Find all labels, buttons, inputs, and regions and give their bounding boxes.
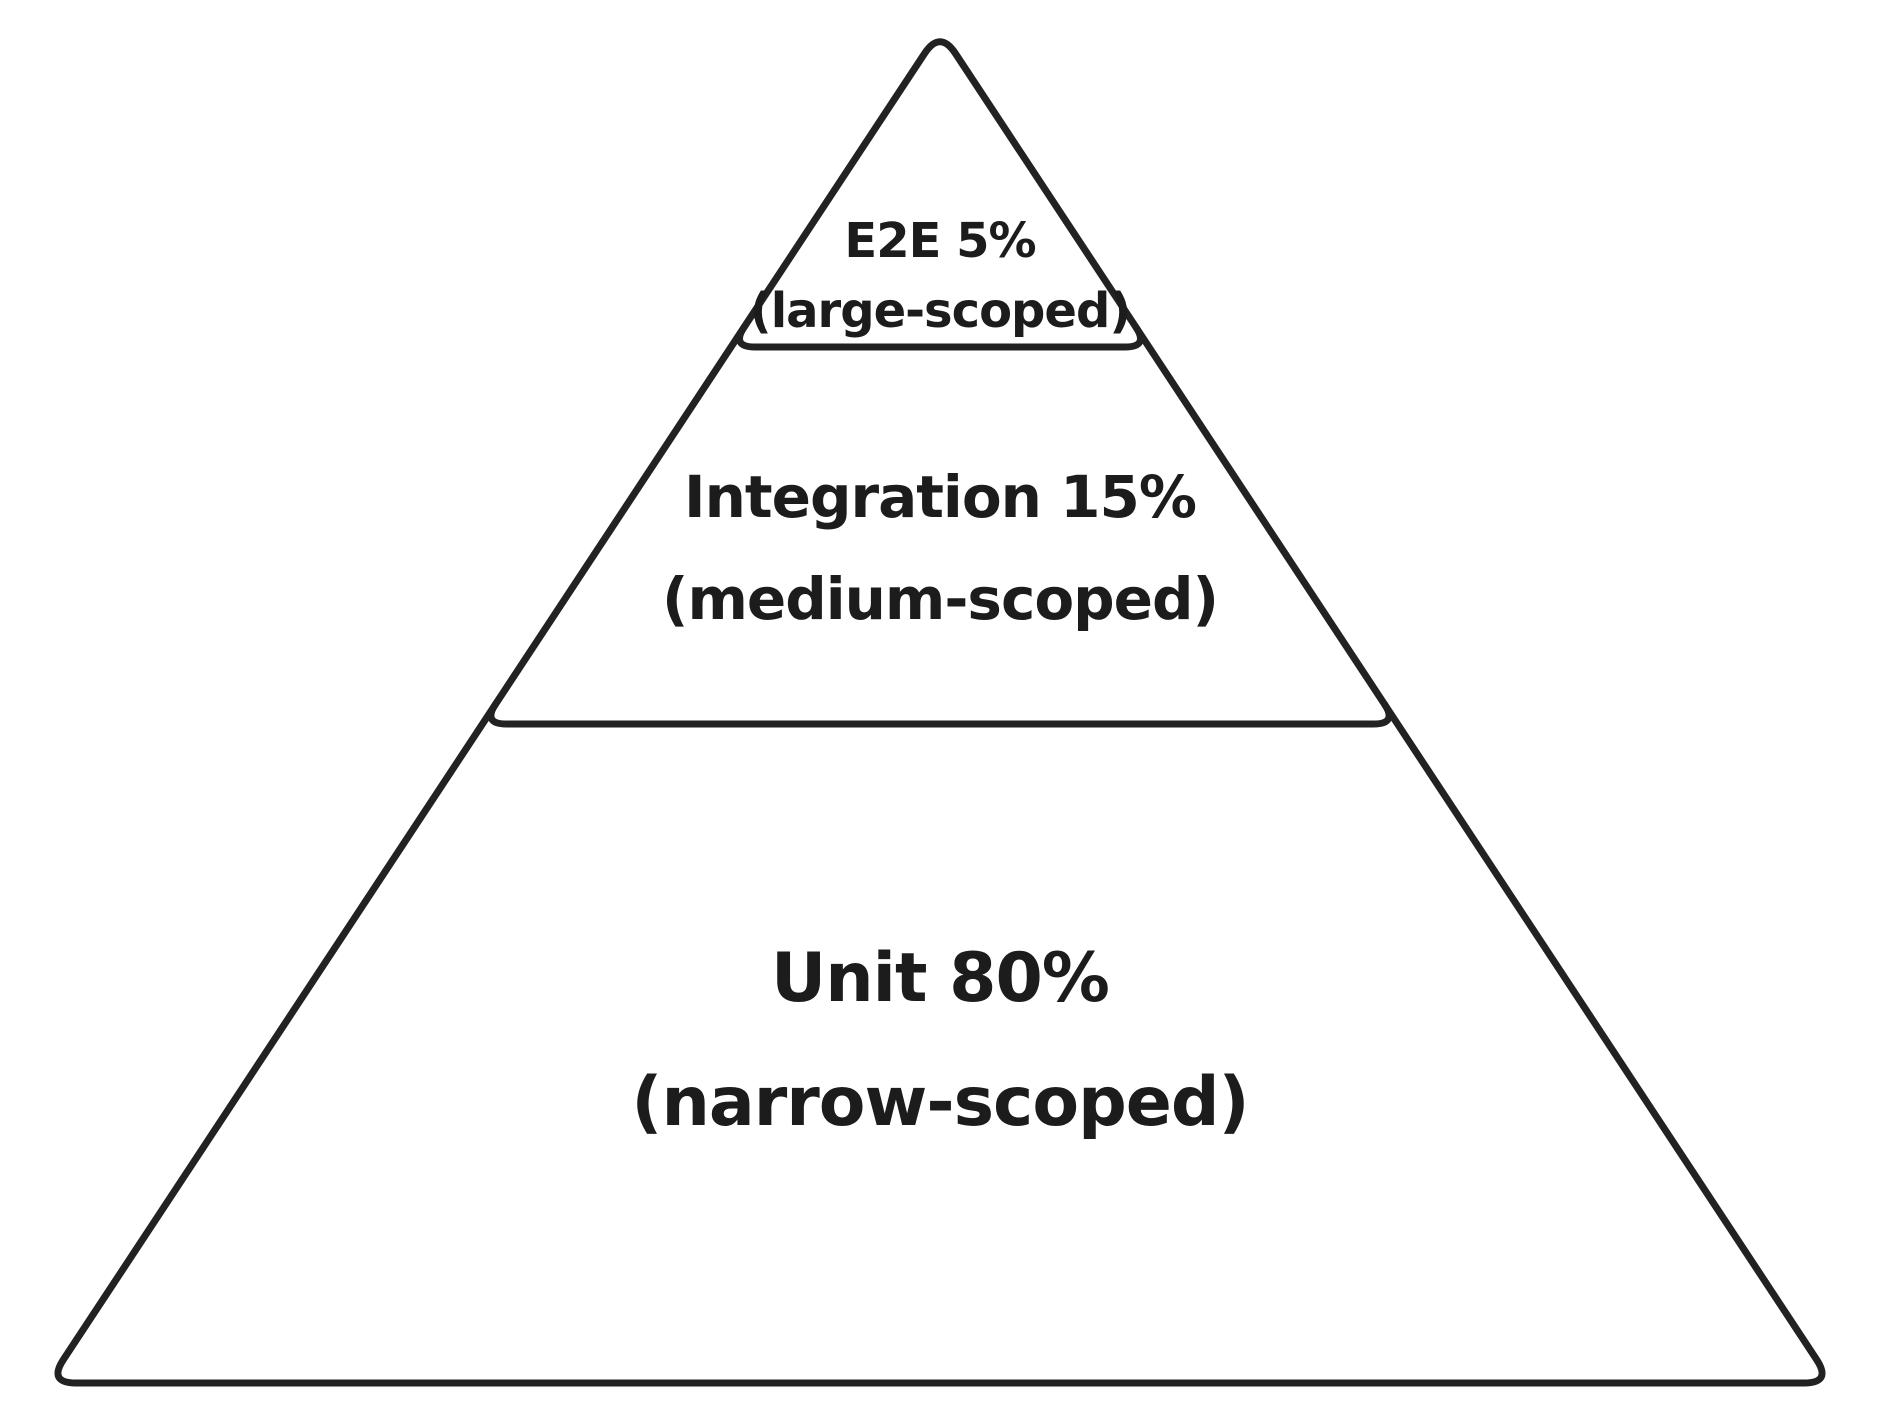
e2e-level-label: E2E 5% — [844, 213, 1035, 269]
pyramid-outline — [54, 38, 1826, 1387]
integration-level-label: Integration 15% — [684, 463, 1196, 531]
divider-e2e-integration — [736, 323, 1144, 351]
unit-scope-label: (narrow-scoped) — [631, 1063, 1248, 1142]
integration-scope-label: (medium-scoped) — [662, 565, 1218, 633]
divider-integration-unit — [487, 700, 1393, 728]
e2e-scope-label: (large-scoped) — [750, 283, 1131, 339]
unit-level-label: Unit 80% — [771, 939, 1109, 1018]
